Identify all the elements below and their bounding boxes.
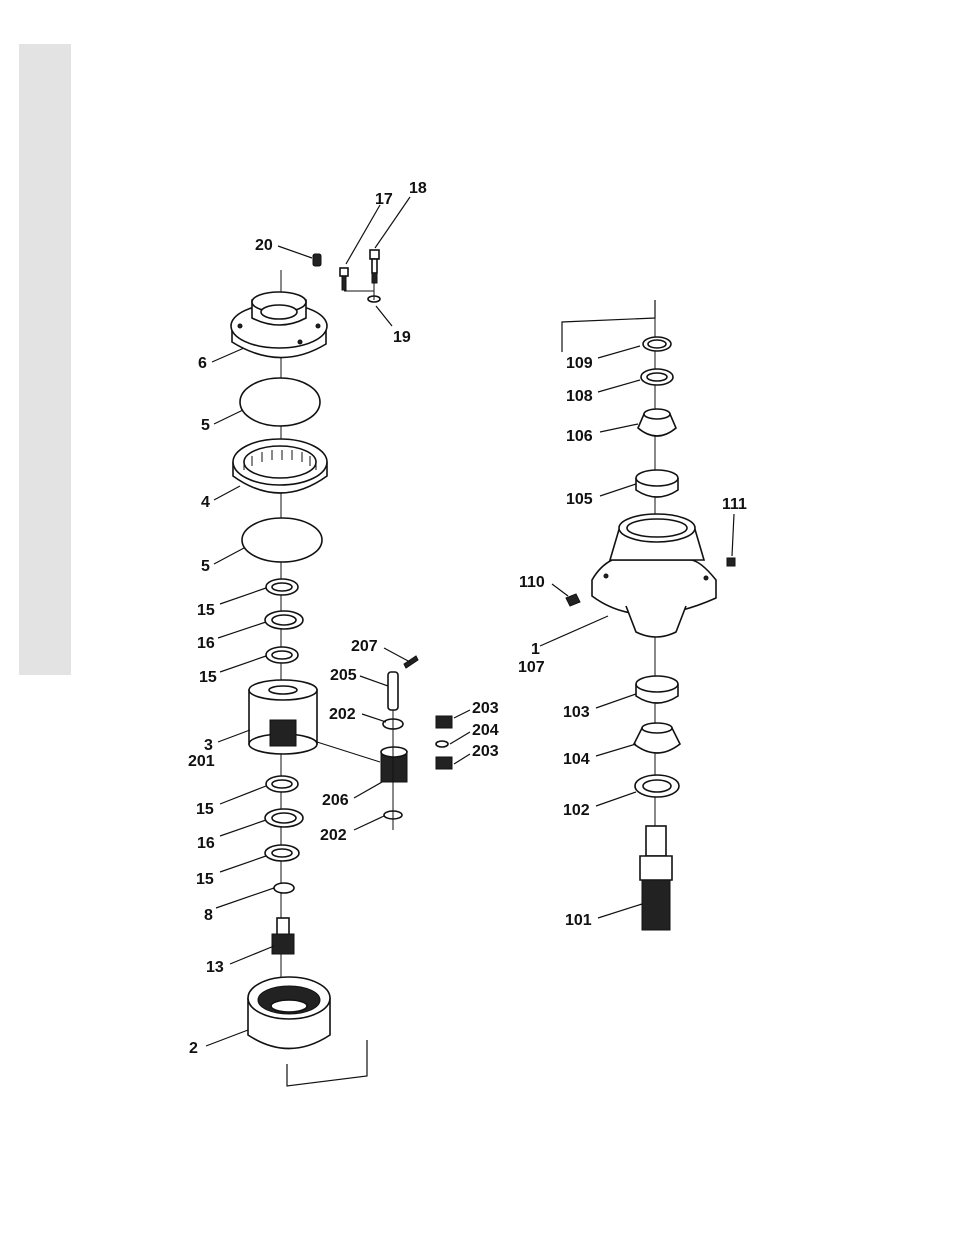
- part-104-bearing-cone: [634, 723, 680, 753]
- label-205: 205: [330, 667, 357, 684]
- label-15-d: 15: [196, 871, 214, 888]
- part-16-thrust-bearing-a: [265, 611, 303, 629]
- label-109: 109: [566, 355, 593, 372]
- part-16-thrust-bearing-b: [265, 809, 303, 827]
- label-201: 201: [188, 753, 215, 770]
- part-203-needles-a: [436, 716, 452, 728]
- part-5-oring-lower: [242, 518, 322, 562]
- label-203-a: 203: [472, 700, 499, 717]
- part-103-bearing-cup: [636, 676, 678, 703]
- label-101: 101: [565, 912, 592, 929]
- label-203-b: 203: [472, 743, 499, 760]
- part-203-needles-b: [436, 757, 452, 769]
- label-15-a: 15: [197, 602, 215, 619]
- label-111: 111: [722, 496, 747, 513]
- label-103: 103: [563, 704, 590, 721]
- part-5-oring-upper: [240, 378, 320, 426]
- label-5-lower: 5: [201, 558, 210, 575]
- part-4-ring-gear: [233, 439, 327, 493]
- label-8: 8: [204, 907, 213, 924]
- label-107: 107: [518, 659, 545, 676]
- label-15-c: 15: [196, 801, 214, 818]
- assembly-bracket-right: [562, 300, 655, 352]
- part-3-carrier: [249, 680, 317, 754]
- part-13-sun-gear: [272, 918, 294, 954]
- part-105-bearing-cup: [636, 470, 678, 497]
- label-16-a: 16: [197, 635, 215, 652]
- label-18: 18: [409, 180, 427, 197]
- label-102: 102: [563, 802, 590, 819]
- part-102-seal: [635, 775, 679, 797]
- part-111-plug: [727, 558, 735, 566]
- part-109-seal: [643, 337, 671, 351]
- label-202-b: 202: [320, 827, 347, 844]
- part-205-shaft: [388, 672, 398, 710]
- part-2-housing: [248, 977, 330, 1049]
- part-206-planet-gear: [381, 747, 407, 782]
- label-2: 2: [189, 1040, 198, 1057]
- label-17: 17: [375, 191, 393, 208]
- label-202-a: 202: [329, 706, 356, 723]
- label-108: 108: [566, 388, 593, 405]
- part-106-bearing-cone: [638, 409, 676, 436]
- part-20-plug: [313, 254, 321, 266]
- label-3: 3: [204, 737, 213, 754]
- label-104: 104: [563, 751, 590, 768]
- part-1-housing: [592, 514, 716, 637]
- label-20: 20: [255, 237, 273, 254]
- label-106: 106: [566, 428, 593, 445]
- label-5-upper: 5: [201, 417, 210, 434]
- label-4: 4: [201, 494, 210, 511]
- label-13: 13: [206, 959, 224, 976]
- label-16-b: 16: [197, 835, 215, 852]
- part-8-ring: [274, 883, 294, 893]
- part-207-pin: [404, 656, 418, 668]
- part-108-ring: [641, 369, 673, 385]
- label-6: 6: [198, 355, 207, 372]
- label-207: 207: [351, 638, 378, 655]
- label-206: 206: [322, 792, 349, 809]
- label-110: 110: [519, 574, 545, 591]
- part-101-output-shaft: [640, 826, 672, 930]
- label-19: 19: [393, 329, 411, 346]
- part-204-spacer: [436, 741, 448, 747]
- label-1: 1: [531, 641, 540, 658]
- label-15-b: 15: [199, 669, 217, 686]
- label-204: 204: [472, 722, 499, 739]
- label-105: 105: [566, 491, 593, 508]
- part-18-bolt: [370, 250, 379, 283]
- part-17-bolt: [340, 268, 348, 290]
- part-6-cover: [231, 292, 327, 358]
